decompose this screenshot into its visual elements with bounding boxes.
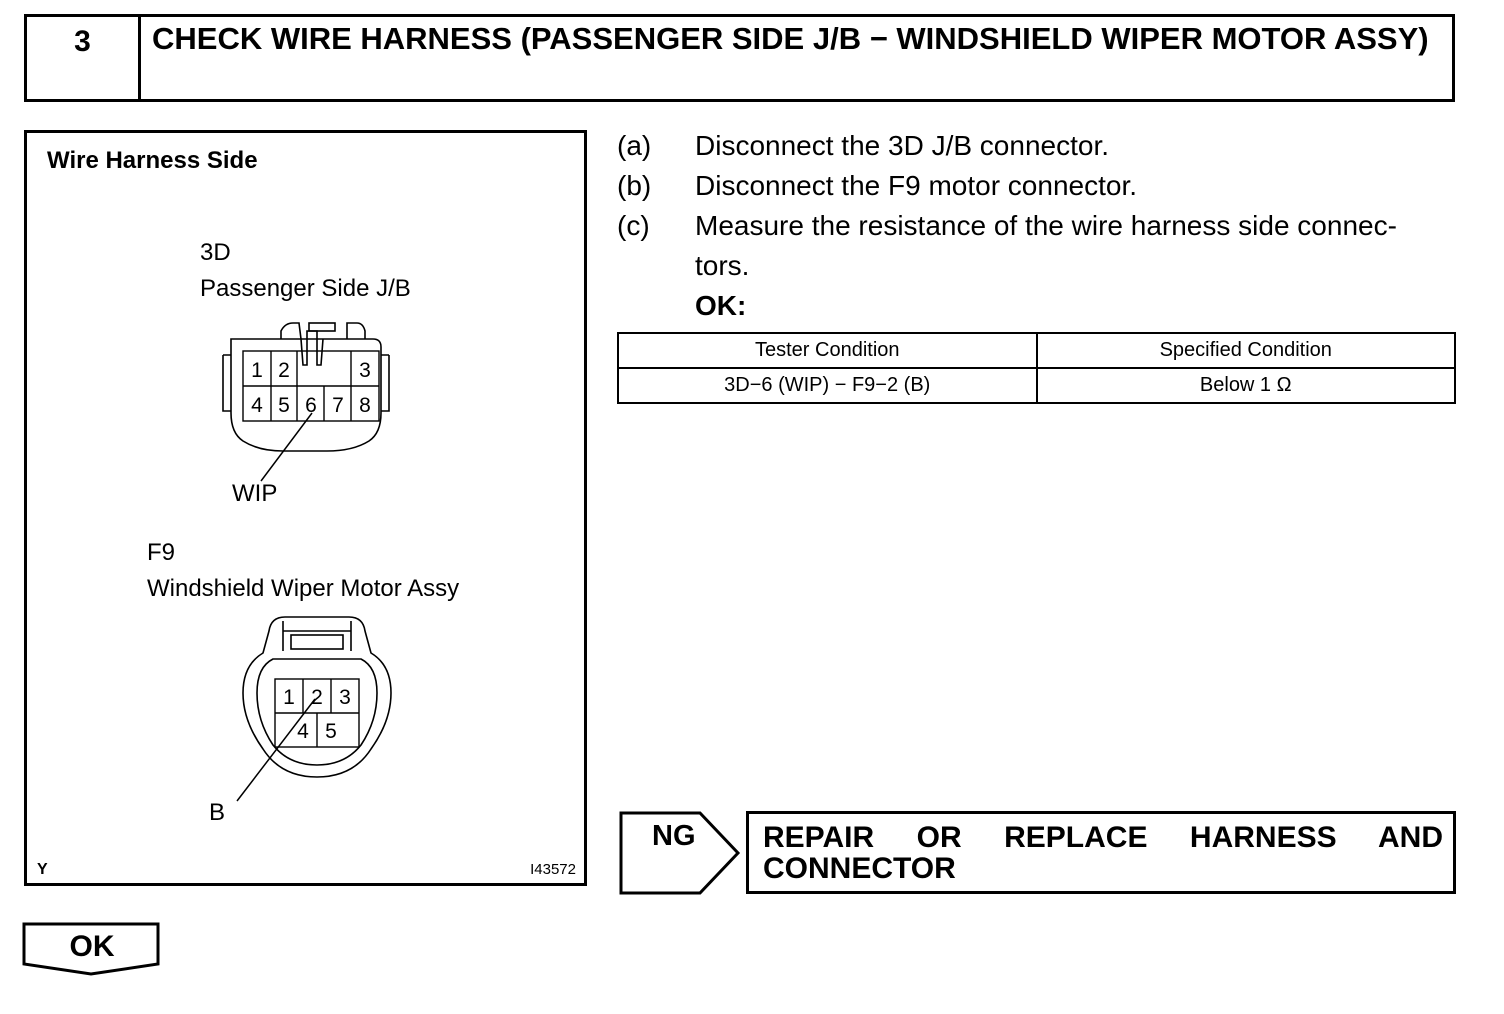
ok-arrow-icon <box>22 922 160 976</box>
connector-3d-callout: WIP <box>232 480 278 507</box>
table-row: 3D−6 (WIP) − F9−2 (B) Below 1 Ω <box>617 367 1456 404</box>
step-letter: (a) <box>617 130 652 161</box>
ng-result-box: REPAIR OR REPLACE HARNESS AND CONNECTOR <box>746 811 1456 894</box>
ng-arrow-icon <box>619 811 741 895</box>
connector-3d-pin: 4 <box>251 394 263 417</box>
procedure-step: (c) Measure the resistance of the wire h… <box>617 206 1462 246</box>
connector-drawings: 1 2 3 4 5 6 7 8 1 2 3 4 5 <box>222 322 392 802</box>
procedure-steps: (a) Disconnect the 3D J/B connector. (b)… <box>617 126 1462 321</box>
table-cell: Below 1 Ω <box>1035 367 1456 404</box>
ng-label: NG <box>652 820 696 852</box>
connector-3d-pin: 1 <box>251 359 263 382</box>
step-title: CHECK WIRE HARNESS (PASSENGER SIDE J/B −… <box>152 21 1429 56</box>
figure-corner-mark: Y <box>37 861 48 878</box>
step-text: Measure the resistance of the wire harne… <box>695 210 1397 241</box>
table-header-cell: Tester Condition <box>617 332 1038 369</box>
ok-spec-label: OK: <box>695 290 747 321</box>
procedure-step: (b) Disconnect the F9 motor connector. <box>617 166 1462 206</box>
connector-3d-name: Passenger Side J/B <box>200 275 411 302</box>
step-text: Disconnect the 3D J/B connector. <box>695 130 1109 161</box>
connector-f9-name: Windshield Wiper Motor Assy <box>147 575 460 602</box>
step-letter: (b) <box>617 170 652 201</box>
connector-3d-pin: 5 <box>278 394 290 417</box>
connector-illustration: Wire Harness Side 3D Passenger Side J/B … <box>24 130 587 886</box>
ok-result-label: OK <box>69 930 115 963</box>
step-letter: (c) <box>617 210 650 241</box>
step-header: 3 CHECK WIRE HARNESS (PASSENGER SIDE J/B… <box>24 14 1455 102</box>
table-cell: 3D−6 (WIP) − F9−2 (B) <box>617 367 1038 404</box>
step-text: Disconnect the F9 motor connector. <box>695 170 1137 201</box>
connector-3d-pin: 3 <box>359 359 371 382</box>
connector-f9-pin: 4 <box>297 720 309 743</box>
step-text: tors. <box>695 250 750 281</box>
connector-3d-callout-line <box>260 412 313 482</box>
figure-id: I43572 <box>530 861 576 878</box>
connector-f9-pin: 1 <box>283 686 295 709</box>
connector-3d-pin: 8 <box>359 394 371 417</box>
connector-f9-pin: 5 <box>325 720 337 743</box>
connector-3d-pin: 2 <box>278 359 290 382</box>
connector-f9-pin: 3 <box>339 686 351 709</box>
procedure-step: (a) Disconnect the 3D J/B connector. <box>617 126 1462 166</box>
connector-f9-callout-line <box>236 698 316 802</box>
table-header-row: Tester Condition Specified Condition <box>617 332 1456 369</box>
connector-f9-housing <box>242 616 392 778</box>
procedure-step: tors. <box>617 246 1462 286</box>
connector-f9-pin: 2 <box>311 686 323 709</box>
connector-f9-code: F9 <box>147 539 176 566</box>
connector-3d-pin: 6 <box>305 394 317 417</box>
ng-result-text: REPAIR OR REPLACE HARNESS AND CONNECTOR <box>763 821 1443 885</box>
connector-3d-code: 3D <box>200 239 231 266</box>
table-header-cell: Specified Condition <box>1035 332 1456 369</box>
step-number: 3 <box>27 17 141 99</box>
connector-f9-callout: B <box>209 799 226 826</box>
connector-3d-pin: 7 <box>332 394 344 417</box>
spec-table: Tester Condition Specified Condition 3D−… <box>617 332 1456 404</box>
figure-title: Wire Harness Side <box>47 147 258 174</box>
connector-3d-housing <box>230 338 382 452</box>
